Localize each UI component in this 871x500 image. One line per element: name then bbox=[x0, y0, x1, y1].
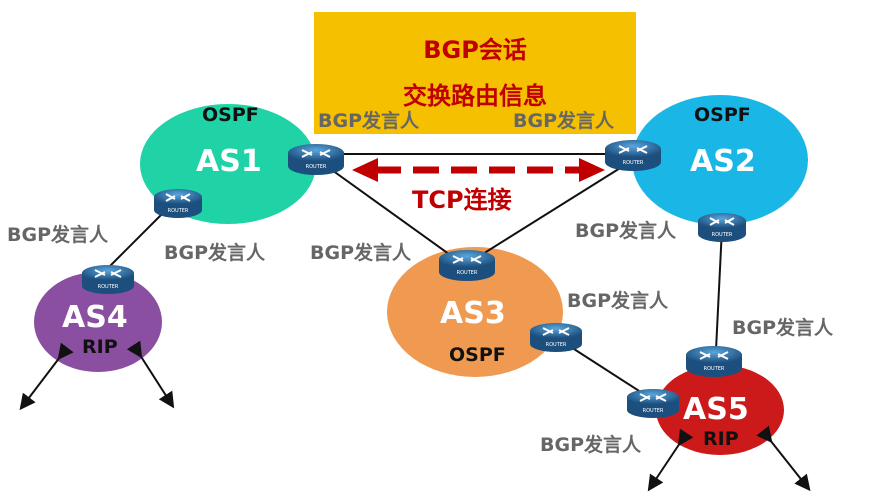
bgp-session-banner: BGP会话 交换路由信息 bbox=[314, 12, 636, 134]
svg-text:ROUTER: ROUTER bbox=[98, 284, 119, 290]
as2-protocol: OSPF bbox=[694, 104, 751, 126]
as5-external-arrow-left bbox=[647, 428, 694, 492]
as5-name: AS5 bbox=[683, 392, 749, 427]
as5-external-arrow-right bbox=[756, 425, 811, 492]
as2-area bbox=[632, 95, 808, 225]
router-as1-bottom: ROUTER bbox=[154, 189, 202, 218]
svg-text:ROUTER: ROUTER bbox=[306, 164, 327, 170]
router-as5-left: ROUTER bbox=[627, 389, 679, 418]
banner-line-2: 交换路由信息 bbox=[403, 82, 547, 110]
bgp-speaker-label-as2-bottom: BGP发言人 bbox=[575, 220, 677, 242]
as4-external-arrow-right bbox=[126, 340, 175, 409]
router-as2-bottom: ROUTER bbox=[698, 213, 746, 242]
tcp-connection-arrow bbox=[352, 158, 605, 182]
link-as2-as3 bbox=[469, 159, 634, 263]
svg-text:ROUTER: ROUTER bbox=[712, 232, 733, 238]
svg-text:ROUTER: ROUTER bbox=[168, 208, 189, 214]
bgp-speaker-label-as1-top: BGP发言人 bbox=[318, 110, 420, 132]
svg-text:ROUTER: ROUTER bbox=[643, 408, 664, 414]
router-as4-top: ROUTER bbox=[82, 265, 134, 294]
as3-name: AS3 bbox=[440, 296, 506, 331]
svg-text:ROUTER: ROUTER bbox=[546, 342, 567, 348]
bgp-speaker-label-as4: BGP发言人 bbox=[7, 224, 109, 246]
link-as3-as5 bbox=[559, 339, 651, 399]
as4-protocol: RIP bbox=[82, 336, 118, 358]
svg-text:ROUTER: ROUTER bbox=[623, 160, 644, 166]
router-as5-top: ROUTER bbox=[686, 346, 742, 377]
banner-line-1: BGP会话 bbox=[423, 36, 527, 64]
bgp-speaker-label-as5-left: BGP发言人 bbox=[540, 434, 642, 456]
as3-protocol: OSPF bbox=[449, 344, 506, 366]
link-as1-as3 bbox=[317, 159, 461, 263]
router-as3-right: ROUTER bbox=[530, 323, 582, 352]
as2-name: AS2 bbox=[690, 144, 756, 179]
svg-text:ROUTER: ROUTER bbox=[704, 366, 725, 372]
link-as2-as5 bbox=[715, 227, 723, 351]
as4-external-arrow-left bbox=[19, 342, 74, 411]
tcp-connection-label: TCP连接 bbox=[412, 186, 512, 214]
bgp-speaker-label-as5-top: BGP发言人 bbox=[732, 317, 834, 339]
as3-area bbox=[387, 247, 563, 377]
router-as2-left: ROUTER bbox=[605, 140, 661, 171]
bgp-speaker-label-as3-top: BGP发言人 bbox=[310, 242, 412, 264]
as1-protocol: OSPF bbox=[202, 104, 259, 126]
as1-name: AS1 bbox=[196, 144, 262, 179]
router-as1-right: ROUTER bbox=[288, 144, 344, 175]
bgp-speaker-label-as2-top: BGP发言人 bbox=[513, 110, 615, 132]
as5-protocol: RIP bbox=[703, 428, 739, 450]
router-as3-top: ROUTER bbox=[439, 250, 495, 281]
as4-name: AS4 bbox=[62, 300, 128, 335]
link-as1-as4 bbox=[107, 205, 171, 269]
svg-text:ROUTER: ROUTER bbox=[457, 270, 478, 276]
links bbox=[107, 153, 723, 399]
bgp-speaker-label-as3-right: BGP发言人 bbox=[567, 290, 669, 312]
bgp-speaker-label-as1-bottom: BGP发言人 bbox=[164, 242, 266, 264]
